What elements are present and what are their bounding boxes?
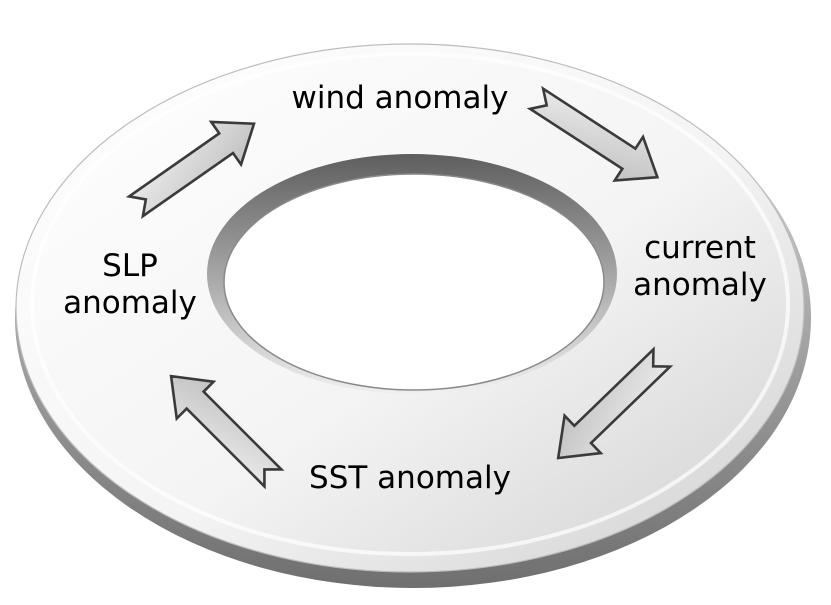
arrow-slp-to-wind-shape — [125, 120, 256, 219]
slp-anomaly-label: SLP anomaly — [15, 248, 245, 321]
slp-anomaly-label-line-2: anomaly — [63, 284, 197, 321]
wind-anomaly-label-line-1: wind anomaly — [291, 80, 509, 116]
arrow-sst-to-slp — [169, 374, 285, 490]
arrow-wind-to-current-shape — [526, 85, 660, 182]
current-anomaly-label-line-1: current — [644, 230, 756, 266]
sst-anomaly-label: SST anomaly — [240, 460, 580, 497]
ring-face-highlight — [30, 52, 790, 556]
wind-anomaly-label: wind anomaly — [220, 80, 580, 117]
ring-hole — [224, 174, 604, 390]
arrow-wind-to-current — [526, 85, 660, 182]
slp-anomaly-label-line-1: SLP — [102, 248, 158, 284]
arrow-slp-to-wind — [125, 120, 256, 219]
hole-edge — [223, 173, 605, 391]
arrow-sst-to-slp-shape — [169, 374, 285, 490]
current-anomaly-label-line-2: anomaly — [633, 266, 767, 303]
arrow-current-to-sst-shape — [556, 346, 674, 460]
current-anomaly-label: current anomaly — [585, 230, 815, 303]
arrow-current-to-sst — [556, 346, 674, 460]
sst-anomaly-label-line-1: SST anomaly — [309, 460, 511, 496]
